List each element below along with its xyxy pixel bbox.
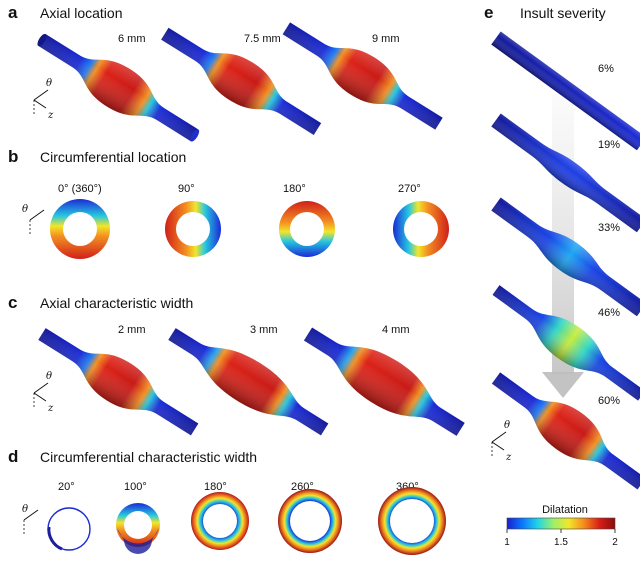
ring-d-20deg bbox=[47, 507, 91, 551]
panel-b-title: Circumferential location bbox=[40, 149, 186, 165]
label-b-4: 270° bbox=[398, 183, 421, 195]
panel-d-letter: d bbox=[8, 447, 18, 466]
panel-e-title: Insult severity bbox=[520, 5, 606, 21]
label-e-2: 19% bbox=[598, 139, 620, 151]
label-a-2: 7.5 mm bbox=[244, 33, 281, 45]
label-b-1: 0° (360°) bbox=[58, 183, 102, 195]
label-a-1: 6 mm bbox=[118, 33, 146, 45]
ring-b-270deg bbox=[393, 201, 449, 257]
ring-b-180deg bbox=[279, 201, 335, 257]
ring-b-0deg bbox=[50, 199, 110, 259]
label-d-1: 20° bbox=[58, 481, 75, 493]
svg-text:z: z bbox=[47, 403, 54, 414]
axis-triad-c: θ z bbox=[33, 371, 54, 414]
axis-triad-d: θ bbox=[22, 504, 39, 534]
ring-b-90deg bbox=[165, 201, 221, 257]
colorbar-tick-label-3: 2 bbox=[612, 537, 618, 548]
panel-a-letter: a bbox=[8, 3, 18, 22]
label-e-1: 6% bbox=[598, 63, 614, 75]
label-c-3: 4 mm bbox=[382, 324, 410, 336]
panel-e-letter: e bbox=[484, 3, 493, 22]
label-c-2: 3 mm bbox=[250, 324, 278, 336]
svg-text:θ: θ bbox=[46, 371, 52, 382]
label-b-2: 90° bbox=[178, 183, 195, 195]
label-d-2: 100° bbox=[124, 481, 147, 493]
svg-text:θ: θ bbox=[46, 78, 52, 89]
label-d-3: 180° bbox=[204, 481, 227, 493]
colorbar-tick-label-1: 1 bbox=[504, 537, 510, 548]
svg-text:θ: θ bbox=[22, 504, 28, 515]
vessel-a-6mm bbox=[30, 21, 207, 155]
panel-c-title: Axial characteristic width bbox=[40, 295, 193, 311]
label-e-4: 46% bbox=[598, 307, 620, 319]
svg-text:θ: θ bbox=[22, 204, 28, 215]
ring-d-100deg bbox=[116, 503, 160, 554]
label-c-1: 2 mm bbox=[118, 324, 146, 336]
axis-triad-e: θ z bbox=[491, 420, 512, 463]
panel-c-letter: c bbox=[8, 293, 17, 312]
colorbar-tick-label-2: 1.5 bbox=[554, 537, 568, 548]
svg-text:θ: θ bbox=[504, 420, 510, 431]
label-b-3: 180° bbox=[283, 183, 306, 195]
svg-text:z: z bbox=[47, 110, 54, 121]
svg-text:z: z bbox=[505, 452, 512, 463]
panel-a-title: Axial location bbox=[40, 5, 123, 21]
colorbar bbox=[506, 517, 616, 530]
label-e-3: 33% bbox=[598, 222, 620, 234]
axis-triad-a: θ z bbox=[33, 78, 54, 121]
panel-b-letter: b bbox=[8, 147, 18, 166]
label-a-3: 9 mm bbox=[372, 33, 400, 45]
ring-d-180deg bbox=[191, 492, 249, 550]
ring-d-360deg bbox=[378, 487, 446, 555]
ring-d-260deg bbox=[278, 489, 342, 553]
label-e-5: 60% bbox=[598, 395, 620, 407]
panel-d-title: Circumferential characteristic width bbox=[40, 449, 257, 465]
axis-triad-b: θ bbox=[22, 204, 45, 234]
colorbar-title: Dilatation bbox=[542, 504, 588, 516]
